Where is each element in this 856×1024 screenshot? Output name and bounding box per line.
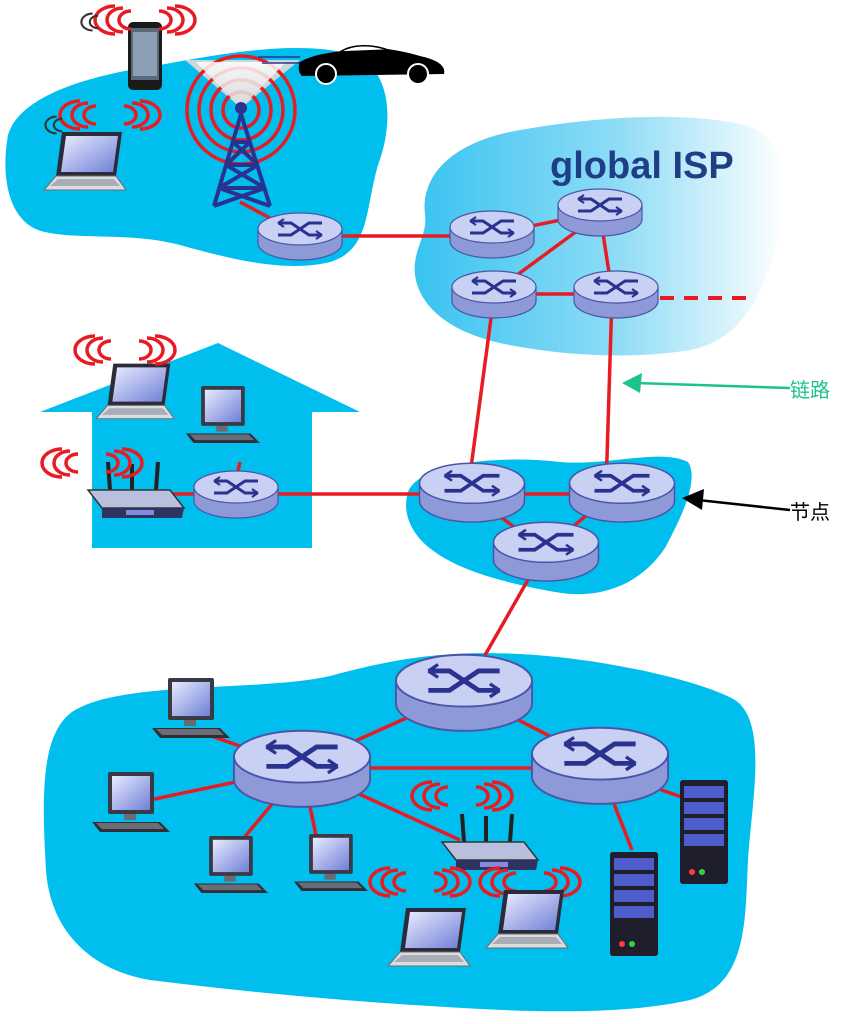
node-arrowhead bbox=[682, 489, 704, 510]
smartphone-icon bbox=[128, 22, 162, 90]
router-icon bbox=[448, 209, 536, 260]
router-icon bbox=[417, 461, 527, 524]
router-icon bbox=[572, 269, 660, 320]
router-icon bbox=[234, 731, 370, 807]
global-isp-label: global ISP bbox=[550, 145, 734, 187]
server-icon bbox=[610, 852, 658, 956]
router-icon bbox=[396, 655, 532, 731]
router-icon bbox=[567, 461, 677, 524]
server-icon bbox=[680, 780, 728, 884]
home-network-building bbox=[40, 343, 360, 548]
wireless-signal-icon bbox=[73, 334, 177, 366]
router-icon bbox=[491, 520, 601, 583]
link-pointer-arrow bbox=[635, 381, 791, 390]
wireless-signal-icon bbox=[44, 115, 63, 135]
mobile-network-cloud bbox=[5, 48, 388, 266]
router-icon bbox=[556, 187, 644, 238]
router-icon bbox=[532, 728, 668, 804]
router-icon bbox=[256, 211, 344, 262]
cell-tower-icon bbox=[185, 54, 300, 208]
wireless-signal-icon bbox=[80, 12, 99, 32]
car-icon bbox=[258, 45, 445, 85]
node-pointer-arrow bbox=[697, 498, 791, 512]
router-icon bbox=[192, 469, 280, 520]
link-arrowhead bbox=[622, 373, 642, 393]
link-label: 链路 bbox=[790, 378, 830, 402]
router-icon bbox=[450, 269, 538, 320]
node-label: 节点 bbox=[790, 500, 830, 524]
